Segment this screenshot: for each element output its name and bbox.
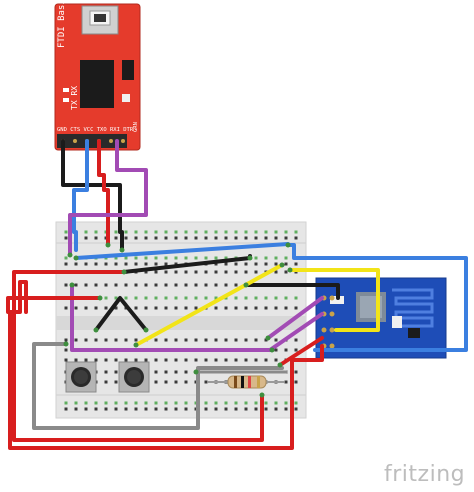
wire-red-ftdi <box>97 139 110 247</box>
wire-yellow-esp <box>288 268 380 332</box>
wire-gray-1 <box>32 342 284 430</box>
wire-blue-ftdi <box>72 139 89 252</box>
ftdi-side-label: GRN <box>133 122 139 132</box>
pushbutton-2[interactable] <box>118 361 150 393</box>
esp8266-board <box>315 277 447 359</box>
wire-yellow-diag <box>134 263 284 347</box>
wire-purple-esp-1 <box>266 296 324 340</box>
ftdi-title: FTDI Basic <box>57 0 67 48</box>
wire-red-side <box>278 336 324 367</box>
ftdi-pin-labels: GND CTS VCC TXO RXI DTR <box>57 127 134 133</box>
wire-purple-ftdi <box>68 139 148 257</box>
pushbutton-1[interactable] <box>65 361 97 393</box>
wire-purple-bottom <box>70 283 274 352</box>
ftdi-basic-board: FTDI Basic TX RX GND CTS VCC TXO RXI DTR… <box>54 0 141 151</box>
ftdi-txrx-label: TX RX <box>70 86 79 110</box>
wire-black-arch <box>94 296 148 332</box>
wire-endpoints <box>63 242 293 398</box>
wire-black-esp <box>244 283 340 300</box>
wire-red-inner <box>6 280 102 314</box>
ftdi-chip <box>80 60 114 108</box>
wire-red-loop <box>8 310 324 450</box>
fritzing-watermark: fritzing <box>384 462 466 487</box>
wire-purple-esp-2 <box>268 312 324 352</box>
resistor <box>208 375 284 389</box>
wire-red-outer <box>12 270 264 442</box>
wire-black-gnd <box>61 139 124 252</box>
